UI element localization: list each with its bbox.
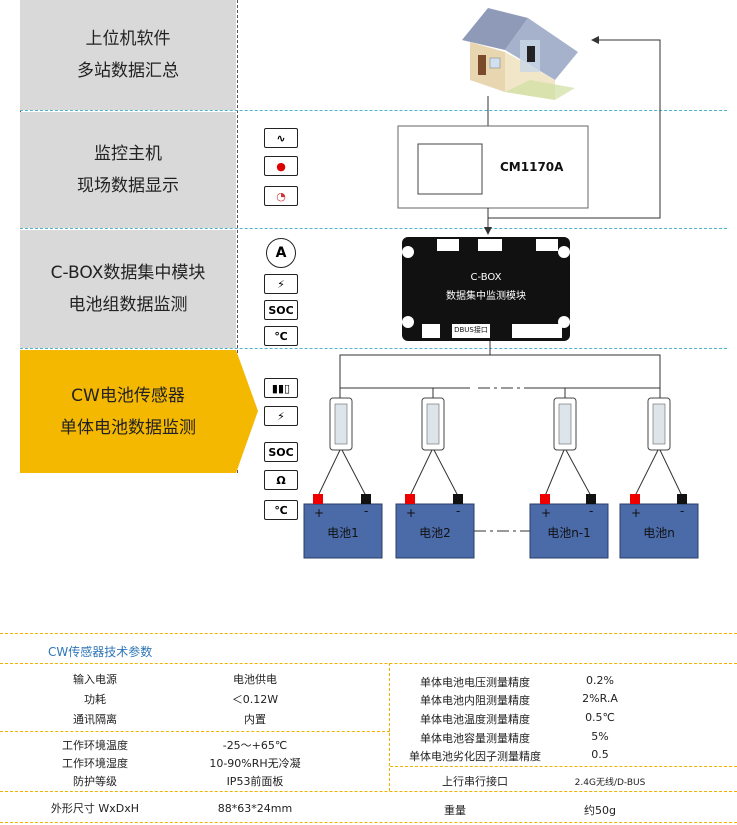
resistance-icon: Ω [264,470,298,490]
level-cw-arrow [236,350,258,473]
cw-sensor-1 [329,397,353,451]
cbox-title: C-BOX [470,272,502,283]
battery-n-1-label: 电池n-1 [547,526,591,540]
spec-isolation-name: 通讯隔离 [73,713,117,726]
battery-1-minus: - [364,504,369,518]
ammeter-icon: A [266,238,296,268]
monitor-label: CM1170A [500,160,564,174]
system-diagram [303,8,699,559]
battery-1-label: 电池1 [327,526,359,540]
cw-sensor-n-1 [553,397,577,451]
battery-1 [303,494,383,559]
level-cbox-text: C-BOX数据集中模块 电池组数据监测 [50,263,206,315]
charge-icon-2: ⚡ [264,406,298,426]
spec-isolation-value: 内置 [244,713,266,726]
temperature-icon-2-label: ℃ [274,503,288,517]
spec-temperature-value: -25～+65℃ [222,739,288,752]
level-upper-software-text: 上位机软件 多站数据汇总 [77,29,179,81]
cw-sensor-n [647,397,671,451]
battery-2-plus: + [406,506,417,520]
spec-power-consumption-name: 功耗 [84,693,106,706]
level-monitor-host-text: 监控主机 现场数据显示 [77,144,179,196]
battery-level-icon: ▮▮▯ [264,378,298,398]
spec-humidity-name: 工作环境湿度 [62,757,128,770]
soc-icon-2-label: SOC [268,445,294,459]
spec-serial-interface-name: 上行串行接口 [442,775,508,788]
battery-n-1 [529,494,609,559]
spec-dimensions-name: 外形尺寸 WxDxH [50,802,140,815]
level-monitor-host: 监控主机 现场数据显示 [20,112,236,228]
temperature-icon: ℃ [264,326,298,346]
cbox-port-label: DBUS接口 [454,326,488,334]
spec-humidity-value: 10-90%RH无冷凝 [209,757,301,770]
battery-n-1-minus: - [589,504,594,518]
spec-input-power-name: 输入电源 [73,673,117,686]
spec-weight-value: 约50g [584,804,616,817]
cbox-device [402,237,570,341]
temperature-icon-2: ℃ [264,500,298,520]
battery-2 [395,494,475,559]
battery-n-1-plus: + [541,506,552,520]
spec-protection-name: 防护等级 [73,775,117,788]
temperature-icon-label: ℃ [274,329,288,343]
soc-icon-label: SOC [268,303,294,317]
battery-n-minus: - [680,504,685,518]
gauge-icon: ◔ [264,186,298,206]
specs-title: CW传感器技术参数 [48,645,153,659]
house-icon [462,8,578,100]
spec-power-consumption-value: ＜0.12W [231,693,279,706]
soc-icon: SOC [264,300,298,320]
alarm-icon: ● [264,156,298,176]
specs-line-a [0,663,737,664]
spec-capacity-accuracy-name: 单体电池容量测量精度 [420,732,530,745]
divider-1 [20,110,727,111]
spec-voltage-accuracy-name: 单体电池电压测量精度 [420,676,530,689]
battery-1-plus: + [314,506,325,520]
monitor-host-device [397,125,589,209]
spec-resistance-accuracy-name: 单体电池内阻测量精度 [420,694,530,707]
spec-capacity-accuracy-value: 5% [591,730,609,743]
spec-serial-interface-value: 2.4G无线/D-BUS [574,778,646,788]
cbox-subtitle: 数据集中监测模块 [446,291,526,302]
spec-dimensions-value: 88*63*24mm [217,802,293,815]
level-cw-sensor-text: CW电池传感器 单体电池数据监测 [60,385,196,438]
divider-3 [20,348,727,349]
spec-input-power-value: 电池供电 [233,673,277,686]
spec-temp-accuracy-value: 0.5℃ [585,711,615,724]
soc-icon-2: SOC [264,442,298,462]
level-cw-sensor: CW电池传感器 单体电池数据监测 [20,350,236,473]
cw-sensor-2 [421,397,445,451]
waveform-icon: ∿ [264,128,298,148]
spec-voltage-accuracy-value: 0.2% [586,674,614,687]
specs-line-d [0,791,737,792]
level-cbox: C-BOX数据集中模块 电池组数据监测 [20,230,236,348]
ammeter-icon-label: A [275,245,287,261]
spec-degradation-accuracy-value: 0.5 [591,748,609,761]
battery-n-plus: + [631,506,642,520]
divider-2 [20,228,727,229]
spec-degradation-accuracy-name: 单体电池劣化因子测量精度 [409,750,541,763]
resistance-icon-label: Ω [276,473,286,487]
specs-line-b [0,731,390,732]
specs-top-border [0,633,737,634]
charge-icon: ⚡ [264,274,298,294]
spec-temperature-name: 工作环境温度 [62,739,128,752]
specs-divider-vertical [389,663,390,791]
battery-2-label: 电池2 [419,526,451,540]
spec-temp-accuracy-name: 单体电池温度测量精度 [420,713,530,726]
specs-line-c [390,766,737,767]
level-upper-software: 上位机软件 多站数据汇总 [20,0,236,110]
spec-protection-value: IP53前面板 [226,775,284,788]
battery-2-minus: - [456,504,461,518]
spec-weight-name: 重量 [444,804,466,817]
spec-resistance-accuracy-value: 2%R.A [582,692,618,705]
battery-n [619,494,699,559]
specs-bottom-border [0,822,737,823]
battery-n-label: 电池n [643,526,675,540]
